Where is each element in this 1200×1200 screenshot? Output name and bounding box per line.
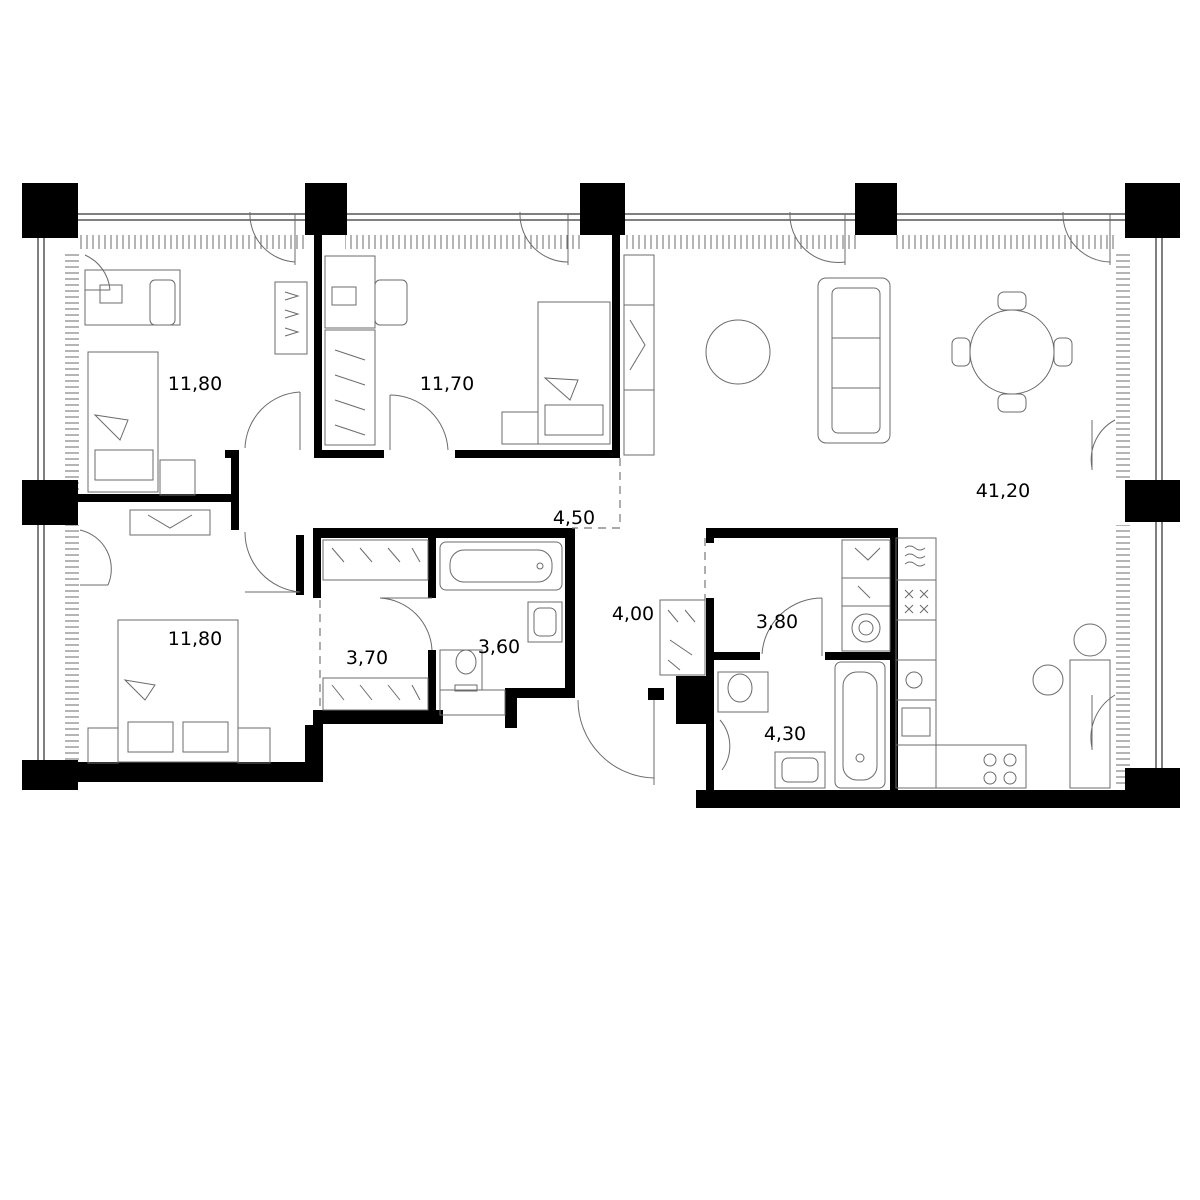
bedroom-bottom-left-furniture	[87, 509, 271, 764]
top-windows	[78, 213, 1125, 249]
area-label-wardrobe: 3,70	[346, 647, 388, 669]
laundry-furniture	[841, 539, 891, 652]
area-label-bedroom-top-left: 11,80	[168, 373, 222, 395]
area-label-bedroom-top-middle: 11,70	[420, 373, 474, 395]
living-kitchen-furniture	[623, 254, 1111, 789]
area-label-entrance: 4,00	[612, 603, 654, 625]
walls	[22, 183, 1180, 808]
area-label-bedroom-bottom-left: 11,80	[168, 628, 222, 650]
room-labels: 11,80 11,70 11,80 4,50 3,70 3,60 4,00 3,…	[168, 373, 1030, 745]
area-label-bathroom-large: 4,30	[764, 723, 806, 745]
wardrobe-furniture	[322, 539, 429, 711]
bathroom-large-furniture	[717, 661, 886, 789]
bedroom-top-left-furniture	[84, 269, 308, 496]
area-label-hall: 4,50	[553, 507, 595, 529]
side-windows	[37, 225, 1163, 787]
area-label-living-kitchen: 41,20	[976, 480, 1030, 502]
doors	[79, 211, 1116, 785]
area-label-bathroom-small: 3,60	[478, 636, 520, 658]
bathroom-small-furniture	[439, 541, 563, 716]
area-label-laundry: 3,80	[756, 611, 798, 633]
entrance-furniture	[659, 599, 706, 676]
zone-boundaries	[319, 458, 706, 710]
bedroom-top-middle-furniture	[324, 255, 611, 446]
